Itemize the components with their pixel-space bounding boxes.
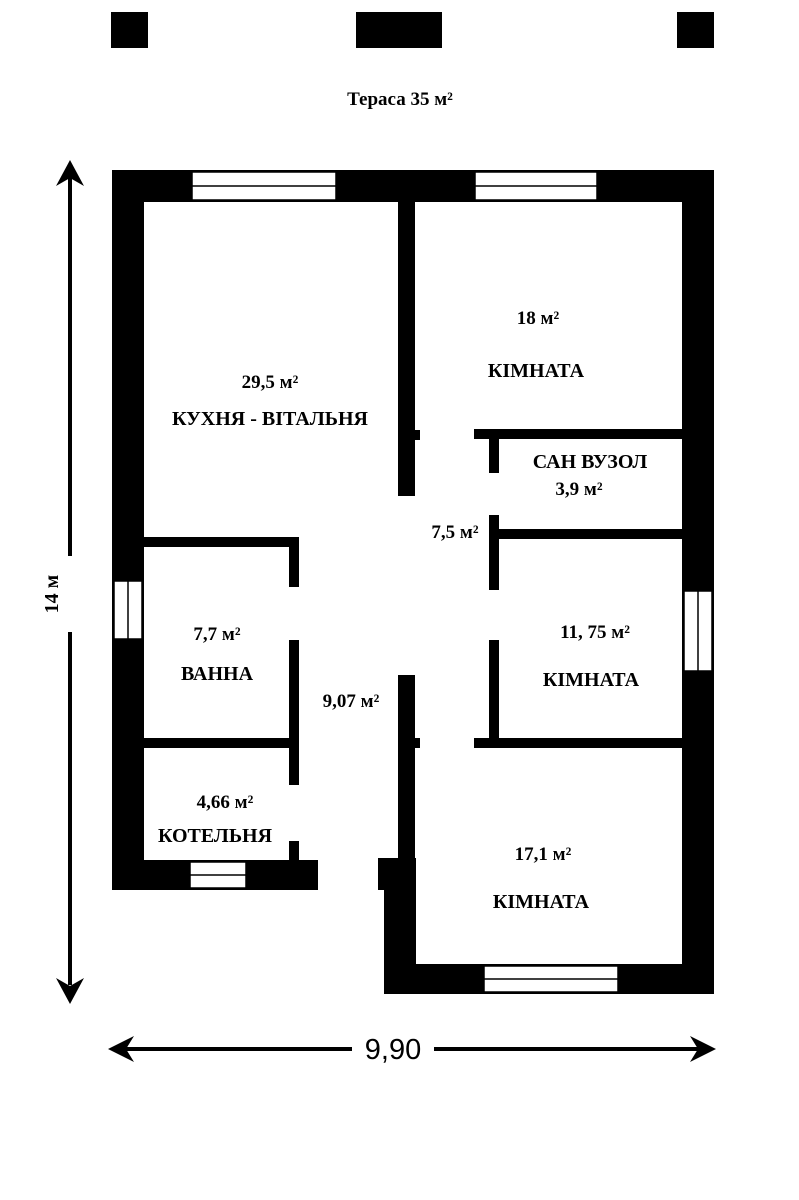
width-label-bg bbox=[352, 1030, 434, 1068]
corridor-lower-area: 9,07 м² bbox=[323, 691, 380, 712]
bathroom-area: 7,7 м² bbox=[193, 624, 240, 645]
width-dimension: 9,90 bbox=[108, 1030, 716, 1068]
wall-san-bottom bbox=[489, 529, 682, 539]
window-top-left bbox=[191, 171, 337, 201]
wall-left bbox=[112, 170, 144, 890]
wall-room-mid-west bbox=[489, 640, 499, 745]
width-arrow-right bbox=[690, 1036, 716, 1062]
wall-hall-east-lower-stub bbox=[410, 738, 420, 748]
wall-bathroom-top bbox=[144, 537, 299, 547]
wall-entrance-stub bbox=[378, 858, 398, 890]
height-arrow-bottom bbox=[56, 978, 84, 1004]
room-bottom-right-name: КІМНАТА bbox=[493, 891, 590, 913]
terrace-post-left bbox=[111, 12, 148, 48]
wall-bathroom-bottom bbox=[144, 738, 299, 748]
boiler-room-area: 4,66 м² bbox=[197, 792, 254, 813]
room-middle-right-area: 11, 75 м² bbox=[560, 622, 630, 643]
window-boiler bbox=[189, 861, 247, 889]
wall-hall-east-lower bbox=[398, 675, 415, 885]
wall-kitchen-east bbox=[398, 202, 415, 496]
window-right bbox=[683, 590, 713, 672]
bathroom-name: ВАННА bbox=[181, 663, 254, 685]
height-dimension: 14 м bbox=[41, 160, 84, 1004]
wall-room-mid-bottom bbox=[474, 738, 682, 748]
terrace-posts bbox=[111, 12, 714, 48]
height-label: 14 м bbox=[41, 575, 63, 614]
room-bottom-right-area: 17,1 м² bbox=[515, 844, 572, 865]
wall-kitchen-east-stub bbox=[410, 430, 420, 440]
san-vuzol-area: 3,9 м² bbox=[555, 479, 602, 500]
wall-bathroom-east bbox=[289, 640, 299, 785]
room-top-right-name: КІМНАТА bbox=[488, 360, 585, 382]
room-middle-right-name: КІМНАТА bbox=[543, 669, 640, 691]
window-bottom bbox=[483, 965, 619, 993]
width-label: 9,90 bbox=[365, 1034, 421, 1066]
terrace-post-right bbox=[677, 12, 714, 48]
kitchen-living-area: 29,5 м² bbox=[242, 372, 299, 393]
window-left bbox=[113, 580, 143, 640]
wall-san-top bbox=[474, 429, 682, 439]
height-arrow-top bbox=[56, 160, 84, 186]
room-top-right-area: 18 м² bbox=[517, 308, 560, 329]
boiler-room-name: КОТЕЛЬНЯ bbox=[158, 825, 273, 847]
windows bbox=[113, 171, 713, 993]
corridor-upper-area: 7,5 м² bbox=[431, 522, 478, 543]
height-label-bg bbox=[56, 556, 84, 632]
san-vuzol-name: САН ВУЗОЛ bbox=[533, 451, 648, 473]
width-arrow-left bbox=[108, 1036, 134, 1062]
wall-room-mid-door bbox=[489, 515, 499, 590]
window-top-right bbox=[474, 171, 598, 201]
terrace-label: Тераса 35 м² bbox=[347, 89, 453, 110]
wall-bathroom-door-top bbox=[289, 537, 299, 587]
kitchen-living-name: КУХНЯ - ВІТАЛЬНЯ bbox=[172, 408, 368, 430]
wall-san-door bbox=[489, 429, 499, 473]
wall-boiler-door bbox=[289, 841, 299, 861]
terrace-post-center bbox=[356, 12, 442, 48]
wall-right bbox=[682, 170, 714, 994]
interior-walls bbox=[144, 202, 682, 885]
